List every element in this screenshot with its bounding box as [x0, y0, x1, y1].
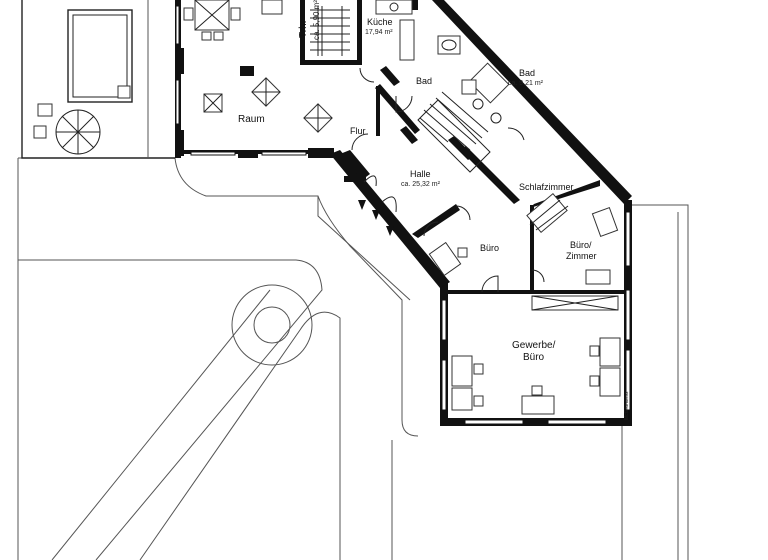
- room-area-halle: ca. 25,32 m²: [401, 181, 441, 188]
- room-label-schlafzimmer: Schlafzimmer: [519, 182, 574, 192]
- entrance-markers: [358, 200, 394, 236]
- windows: [175, 5, 631, 425]
- room-area-kueche: 17,94 m²: [365, 29, 393, 36]
- room-area-treppenhaus: ca. 5,90 m²: [312, 0, 321, 40]
- room-area-bad-right: ca. 9,21 m²: [508, 80, 544, 87]
- doors: [351, 67, 545, 293]
- dining-table: [183, 0, 241, 41]
- room-label-flur: Flur: [350, 126, 366, 136]
- room-label-treppenhaus: Trh.: [298, 21, 309, 38]
- bed: [526, 192, 569, 234]
- kitchen-counter: [375, 0, 415, 61]
- room-label-halle: Halle: [410, 169, 431, 179]
- room-label-bad-left: Bad: [416, 76, 432, 86]
- room-label-buero: Büro: [480, 243, 499, 253]
- walls: [175, 0, 632, 426]
- room-label-buero-zimmer-line2: Zimmer: [566, 251, 597, 261]
- bathroom-fixtures: [437, 35, 510, 124]
- room-label-buero-zimmer-line1: Büro/: [570, 240, 592, 250]
- room-label-gewerbe-line2: Büro: [523, 352, 545, 363]
- room-label-kueche: Küche: [367, 17, 393, 27]
- office-desks: [428, 207, 621, 415]
- pool: [67, 9, 133, 103]
- terrace-table: [33, 85, 131, 155]
- plan-credit: McGrundriss: [624, 391, 630, 420]
- room-label-gewerbe-line1: Gewerbe/: [512, 340, 556, 351]
- staircase: [310, 6, 491, 173]
- room-label-bad-right: Bad: [519, 68, 535, 78]
- ceiling-lights: [203, 0, 333, 133]
- room-label-raum: Raum: [238, 114, 265, 125]
- site-outline: [17, 0, 689, 560]
